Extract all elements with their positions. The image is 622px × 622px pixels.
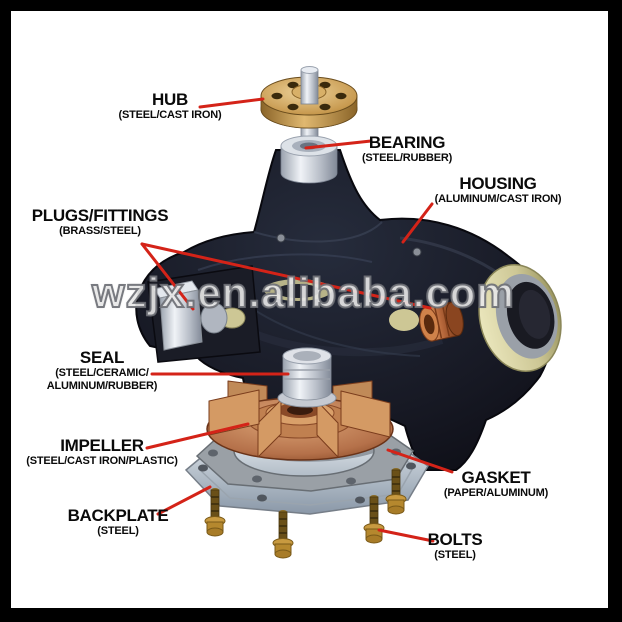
leader-line-gasket (386, 448, 454, 474)
part-materials-seal-line1: (STEEL/CERAMIC/ (55, 367, 149, 379)
part-materials-housing: (ALUMINUM/CAST IRON) (434, 193, 562, 205)
housing-rivet (412, 247, 422, 257)
part-name-housing: HOUSING (459, 174, 537, 193)
bolt (385, 468, 407, 515)
label-gasket: GASKET (PAPER/ALUMINUM) (444, 468, 548, 500)
bolt (272, 510, 294, 559)
label-plugs-fittings: PLUGS/FITTINGS (BRASS/STEEL) (32, 206, 169, 238)
part-materials-impeller: (STEEL/CAST IRON/PLASTIC) (26, 455, 178, 467)
label-housing: HOUSING (ALUMINUM/CAST IRON) (435, 174, 562, 206)
part-materials-plugs-fittings: (BRASS/STEEL) (59, 225, 141, 237)
leader-line-backplate (156, 485, 212, 516)
label-bolts: BOLTS (STEEL) (428, 530, 483, 562)
part-name-gasket: GASKET (461, 468, 531, 487)
leader-line-hub (198, 97, 265, 109)
pump-seal (277, 347, 337, 408)
watermark-text: wzjx.en.alibaba.com (91, 269, 515, 316)
housing-face-bore (276, 284, 320, 298)
part-materials-gasket: (PAPER/ALUMINUM) (443, 487, 549, 499)
label-bearing: BEARING (STEEL/RUBBER) (362, 133, 452, 165)
plug-fitting-copper (419, 301, 464, 342)
pump-bearing (280, 135, 338, 184)
part-name-bearing: BEARING (368, 133, 446, 152)
label-impeller: IMPELLER (STEEL/CAST IRON/PLASTIC) (26, 436, 178, 468)
part-name-hub: HUB (152, 90, 188, 109)
leader-line-bearing (304, 139, 373, 150)
label-seal: SEAL (STEEL/CERAMIC/ ALUMINUM/RUBBER) (46, 348, 158, 393)
part-name-backplate: BACKPLATE (67, 506, 169, 525)
part-name-seal: SEAL (79, 348, 125, 367)
leader-line-impeller (145, 422, 250, 450)
housing-face-oval (389, 309, 419, 331)
housing-outlet-port (478, 263, 562, 373)
part-name-impeller: IMPELLER (60, 436, 144, 455)
leader-line-plugs-right (140, 242, 432, 310)
label-backplate: BACKPLATE (STEEL) (68, 506, 169, 538)
part-name-plugs-fittings: PLUGS/FITTINGS (31, 206, 169, 225)
part-materials-bearing: (STEEL/RUBBER) (361, 152, 453, 164)
housing-rivet (276, 233, 286, 243)
part-name-bolts: BOLTS (427, 530, 483, 549)
part-materials-hub: (STEEL/CAST IRON) (118, 109, 222, 121)
part-materials-bolts: (STEEL) (434, 549, 476, 561)
part-materials-seal-line2: ALUMINUM/RUBBER) (46, 380, 158, 392)
bolt (204, 488, 226, 537)
part-materials-backplate: (STEEL) (97, 525, 139, 537)
label-hub: HUB (STEEL/CAST IRON) (119, 90, 222, 122)
pump-shaft-top (300, 66, 319, 105)
leader-line-plugs-left (140, 242, 195, 311)
mounting-bolts (204, 468, 407, 559)
leader-line-bolts (377, 528, 435, 543)
pump-housing (135, 149, 556, 471)
leader-line-housing (401, 202, 434, 244)
leader-lines (140, 97, 454, 543)
